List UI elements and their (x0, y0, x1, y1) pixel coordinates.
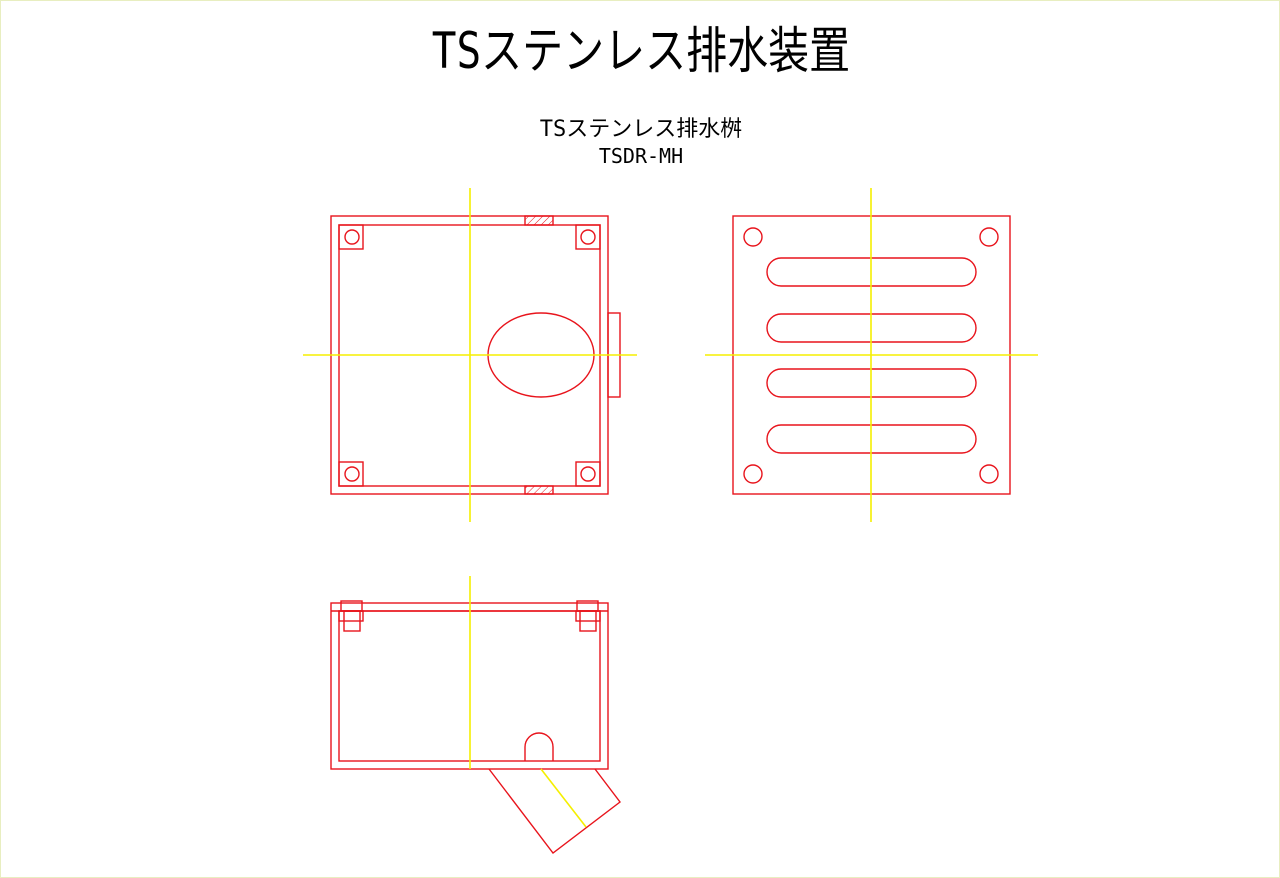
section-view (330, 576, 621, 854)
product-name: TSステンレス排水桝 (539, 117, 743, 142)
grate-view (705, 188, 1038, 522)
drawing-title: TSステンレス排水装置 (431, 22, 851, 80)
top-view (303, 188, 637, 522)
model-number: TSDR-MH (598, 144, 684, 168)
